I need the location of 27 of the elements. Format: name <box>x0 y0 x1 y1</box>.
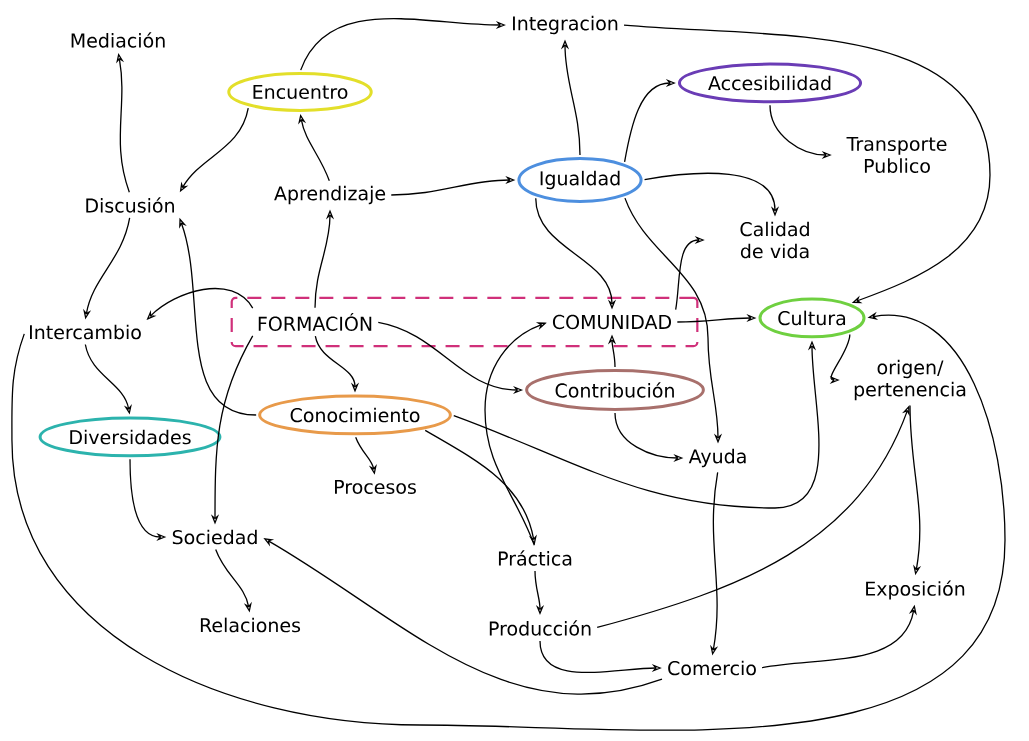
concept-text: Sociedad <box>172 529 257 545</box>
concept-oval: Conocimiento <box>258 394 452 436</box>
concept-text: origen/ pertenencia <box>854 359 966 401</box>
concept-text: Intercambio <box>30 324 141 340</box>
concept-text: Producción <box>489 620 591 636</box>
concept-text: Discusión <box>86 197 174 213</box>
concept-text: Relaciones <box>200 617 301 633</box>
concept-oval: Cultura <box>758 297 866 339</box>
concept-text: Aprendizaje <box>274 185 386 205</box>
concept-text: Calidad de vida <box>740 221 809 259</box>
concept-oval: Encuentro <box>227 72 373 112</box>
concept-oval: Accesibilidad <box>677 62 863 104</box>
concept-text: COMUNIDAD <box>552 314 671 330</box>
concept-oval: Diversidades <box>38 416 222 458</box>
concept-text: Práctica <box>498 550 572 566</box>
concept-text: Exposición <box>866 580 965 600</box>
concept-text: Integracion <box>513 15 618 35</box>
concept-text: FORMACIÓN <box>258 313 372 331</box>
concept-oval: Igualdad <box>517 157 643 203</box>
concept-oval: Contribución <box>525 369 705 411</box>
concept-text: Ayuda <box>688 448 746 468</box>
concept-text: Procesos <box>335 479 416 495</box>
concept-text: Mediación <box>71 32 165 48</box>
arrow <box>623 24 991 304</box>
dashed-frame <box>230 296 699 348</box>
concept-text: Comercio <box>668 660 756 676</box>
concept-text: Transporte Publico <box>846 136 947 174</box>
